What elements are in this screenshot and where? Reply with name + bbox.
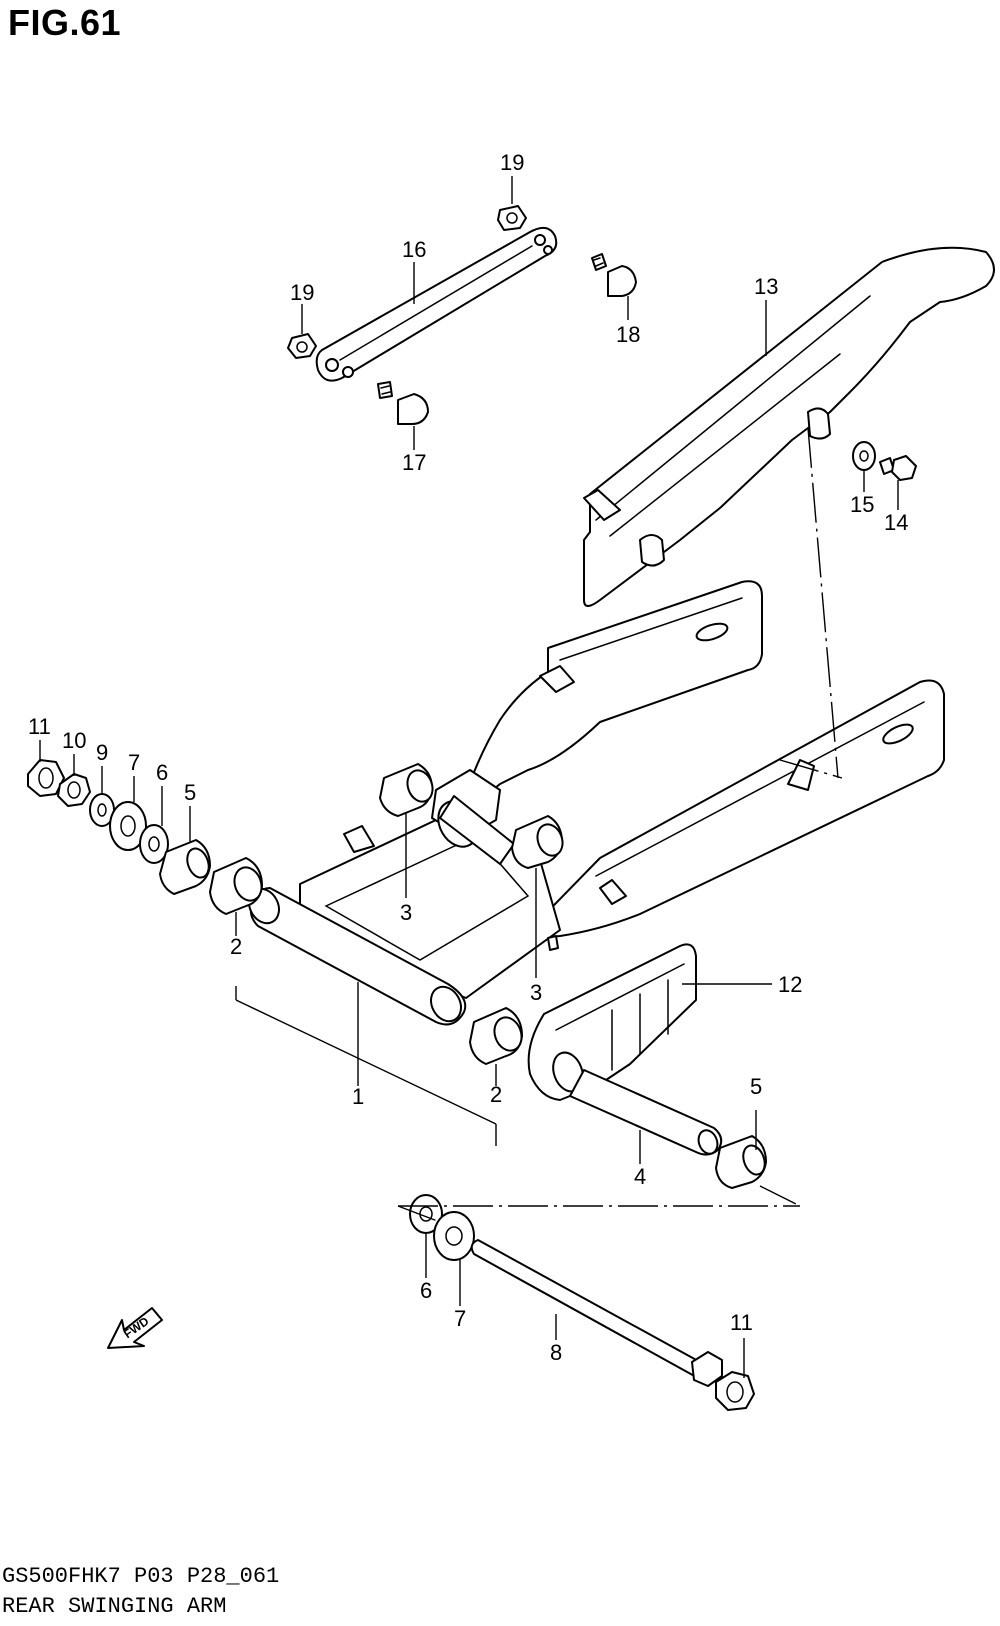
callout-14: 14 (884, 510, 908, 535)
callout-19-left: 19 (290, 280, 314, 305)
spacer-5-left (159, 839, 211, 895)
bolt-18 (591, 253, 637, 297)
bolt-17 (377, 381, 429, 425)
callout-3-upper: 3 (400, 900, 412, 925)
bushing-2-right (469, 1007, 523, 1065)
nut-19-top (497, 205, 527, 231)
bushing-2-left (209, 857, 263, 915)
bushing-3-lower (511, 815, 564, 869)
callout-11-right: 11 (730, 1310, 753, 1335)
center-lines (397, 427, 843, 1223)
nut-10 (57, 773, 91, 807)
callout-15: 15 (850, 492, 874, 517)
callout-18: 18 (616, 322, 640, 347)
callout-7-left: 7 (128, 750, 140, 775)
figure-title: FIG.61 (8, 2, 122, 43)
washer-7-left (109, 801, 147, 851)
callout-1: 1 (352, 1084, 364, 1109)
chain-case-13 (583, 246, 995, 607)
diagram-name: REAR SWINGING ARM (2, 1594, 227, 1619)
callout-8: 8 (550, 1340, 562, 1365)
callout-6-left: 6 (156, 760, 168, 785)
callout-17: 17 (402, 450, 426, 475)
callout-5-left: 5 (184, 780, 196, 805)
washer-7-right (433, 1211, 475, 1261)
bushing-3-upper (379, 763, 434, 817)
diagram-code: GS500FHK7 P03 P28_061 (2, 1564, 280, 1589)
swinging-arm-1 (248, 580, 945, 1026)
torque-link-16 (315, 226, 558, 382)
callout-19-top: 19 (500, 150, 524, 175)
callout-4: 4 (634, 1164, 646, 1189)
callout-13: 13 (754, 274, 778, 299)
callout-5-right: 5 (750, 1074, 762, 1099)
nut-19-left (287, 333, 317, 359)
callout-7-right: 7 (454, 1306, 466, 1331)
spacer-5-right (715, 1135, 767, 1189)
callout-16: 16 (402, 237, 426, 262)
callout-11-left: 11 (28, 714, 51, 739)
callout-labels: 19 16 19 18 13 17 15 14 11 10 9 7 6 5 3 … (28, 150, 908, 1365)
nut-11-right (715, 1371, 755, 1411)
leader-lines (39, 176, 899, 1378)
callout-6-right: 6 (420, 1278, 432, 1303)
callout-3-lower: 3 (530, 980, 542, 1005)
washer-15 (852, 441, 876, 471)
bolt-14 (879, 455, 917, 481)
pivot-shaft-8 (470, 1239, 723, 1387)
fwd-arrow-icon: FWD (107, 1307, 163, 1349)
callout-9: 9 (96, 740, 108, 765)
shaft-4 (569, 1069, 723, 1156)
callout-10: 10 (62, 728, 86, 753)
callout-2-right: 2 (490, 1082, 502, 1107)
washer-6-left (139, 824, 169, 864)
chain-buffer-12 (527, 943, 697, 1101)
callout-12: 12 (778, 972, 802, 997)
callout-2-left: 2 (230, 934, 242, 959)
